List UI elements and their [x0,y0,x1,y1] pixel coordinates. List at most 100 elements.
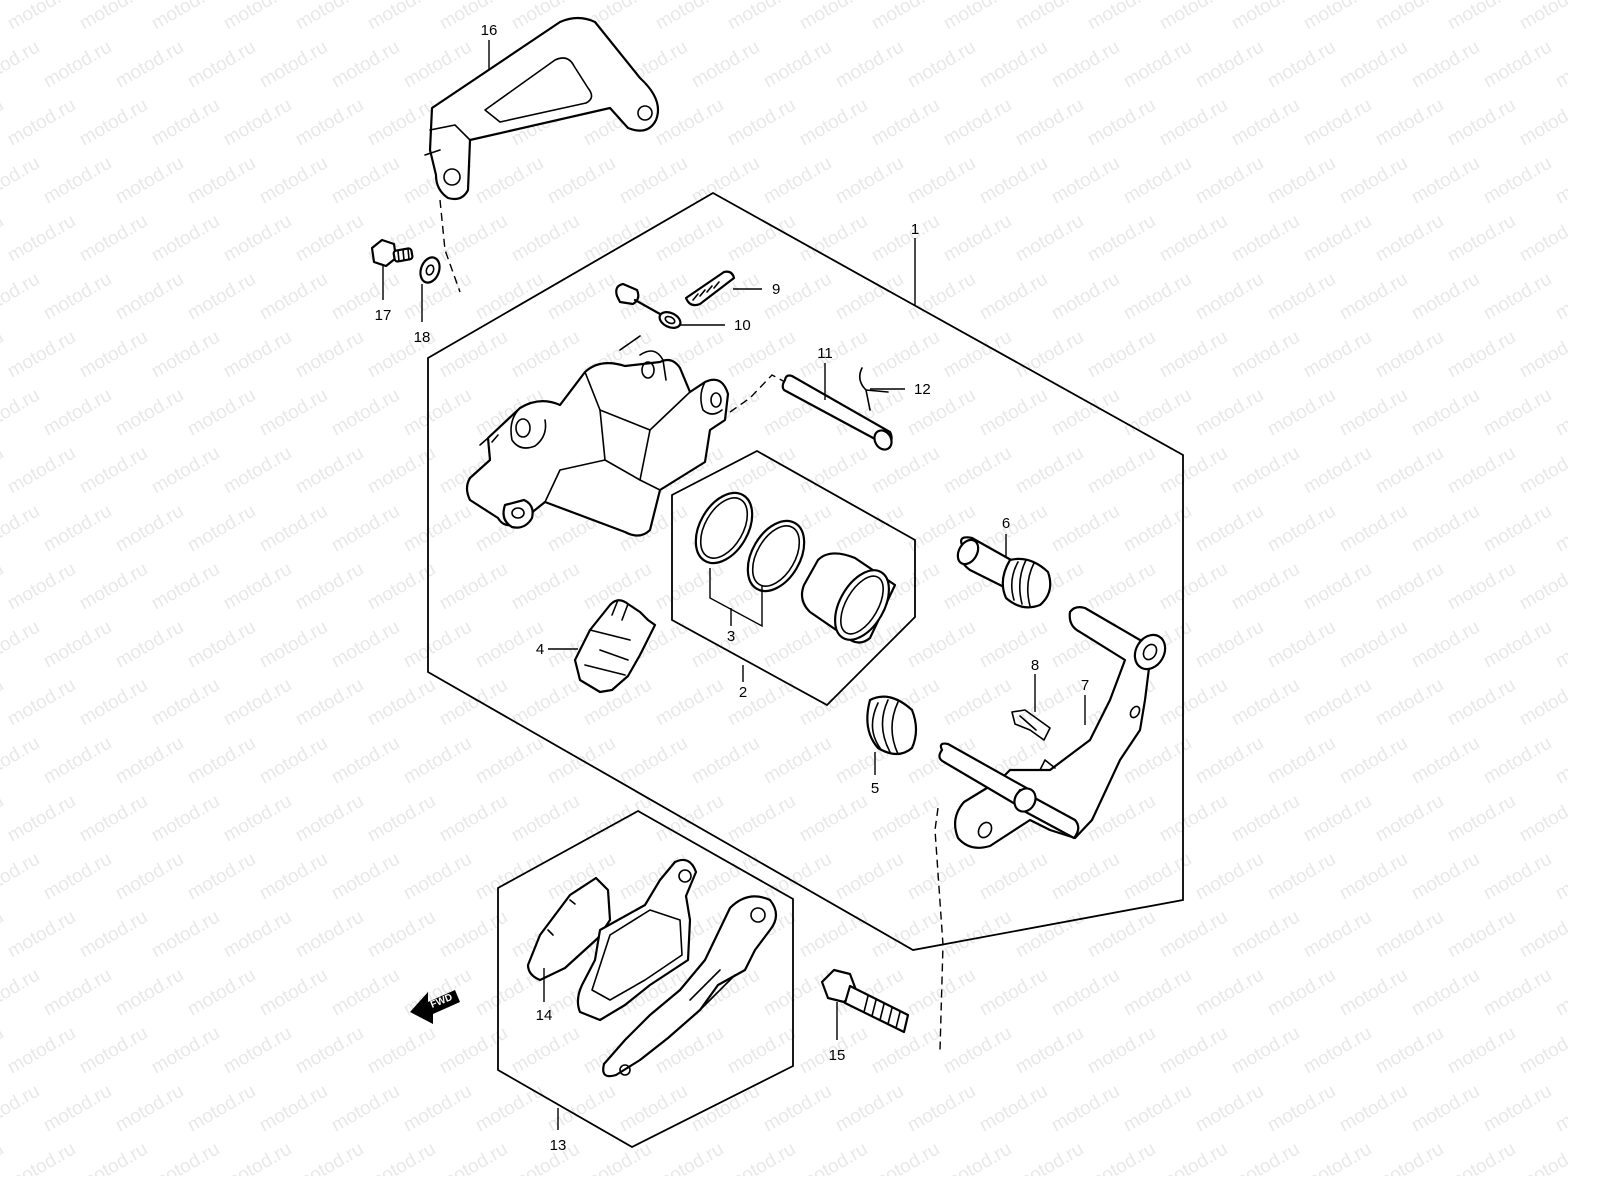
watermark-text: motod.ru [796,675,871,731]
watermark-text: motod.ru [1300,1139,1375,1176]
bolt-part-17[interactable] [370,238,414,268]
watermark-text: motod.ru [796,1139,871,1176]
watermark-text: motod.ru [796,907,871,963]
watermark-text: motod.ru [724,95,799,151]
caliper-bracket-part-16[interactable] [424,16,660,201]
watermark-text: motod.ru [148,1139,223,1176]
watermark-text: motod.ru [1228,675,1303,731]
caliper-holder-part-7[interactable] [938,606,1171,849]
watermark-text: motod.ru [616,1081,691,1137]
watermark-text: motod.ru [292,1139,367,1176]
watermark-text: motod.ru [616,733,691,789]
watermark-text: motod.ru [4,327,79,383]
watermark-text: motod.ru [4,1139,79,1176]
bleeder-valve-part-9[interactable] [684,270,736,307]
caliper-body[interactable] [465,335,730,537]
watermark-text: motod.ru [184,733,259,789]
watermark-text: motod.ru [760,965,835,1021]
brake-pad-part-13b[interactable] [602,895,778,1078]
watermark-text: motod.ru [1336,965,1411,1021]
washer-part-18[interactable] [417,255,443,286]
watermark-text: motod.ru [292,791,367,847]
watermark-text: motod.ru [1084,0,1159,34]
watermark-text: motod.ru [832,1081,907,1137]
piston-part-2[interactable] [800,552,900,648]
watermark-text: motod.ru [436,791,511,847]
watermark-text: motod.ru [1480,849,1555,905]
watermark-text: motod.ru [760,153,835,209]
watermark-text: motod.ru [1408,153,1483,209]
watermark-text: motod.ru [1084,95,1159,151]
watermark-text: motod.ru [1120,269,1195,325]
watermark-text: motod.ru [400,501,475,557]
mounting-bolt-part-15[interactable] [820,968,910,1034]
piston-seal-part-3[interactable] [684,483,816,601]
watermark-text: motod.ru [1192,37,1267,93]
watermark-text: motod.ru [256,501,331,557]
watermark-text: motod.ru [760,37,835,93]
dust-boot-part-5[interactable] [866,695,918,756]
brake-pad-part-13a[interactable] [576,858,698,1022]
watermark-text: motod.ru [1156,1023,1231,1079]
watermark-text: motod.ru [184,617,259,673]
watermark-text: motod.ru [1156,559,1231,615]
watermark-text: motod.ru [472,849,547,905]
watermark-text: motod.ru [1552,617,1568,673]
caliper-assembly-frame [427,191,1184,951]
watermark-text: motod.ru [1012,1023,1087,1079]
watermark-text: motod.ru [148,791,223,847]
watermark-text: motod.ru [256,37,331,93]
watermark-text: motod.ru [148,443,223,499]
watermark-text: motod.ru [0,849,43,905]
watermark-text: motod.ru [796,791,871,847]
watermark-text: motod.ru [1444,327,1519,383]
watermark-text: motod.ru [256,965,331,1021]
watermark-text: motod.ru [4,443,79,499]
watermark-text: motod.ru [364,1023,439,1079]
watermark-text: motod.ru [976,1081,1051,1137]
retainer-clip-part-8[interactable] [1011,709,1051,741]
watermark-text: motod.ru [1192,849,1267,905]
callout-labels: 1 2 3 4 5 6 7 8 9 10 11 12 13 14 15 16 1… [375,22,1090,1154]
watermark-text: motod.ru [1372,791,1447,847]
watermark-text: motod.ru [724,791,799,847]
watermark-text: motod.ru [0,675,7,731]
watermark-text: motod.ru [1300,443,1375,499]
watermark-text: motod.ru [400,385,475,441]
slide-pin-part-6[interactable] [954,536,1052,609]
watermark-text: motod.ru [832,153,907,209]
watermark-text: motod.ru [1444,559,1519,615]
callout-5: 5 [871,780,879,797]
watermark-text: motod.ru [760,617,835,673]
watermark-text: motod.ru [1480,385,1555,441]
watermark-text: motod.ru [256,153,331,209]
pad-pin-part-11[interactable] [781,374,895,453]
watermark-text: motod.ru [1516,559,1568,615]
watermark-text: motod.ru [472,733,547,789]
watermark-text: motod.ru [1012,211,1087,267]
watermark-text: motod.ru [508,211,583,267]
bleeder-cap-part-10[interactable] [615,282,683,331]
watermark-text: motod.ru [1408,965,1483,1021]
watermark-text: motod.ru [400,37,475,93]
watermark-text: motod.ru [184,965,259,1021]
watermark-text: motod.ru [1084,327,1159,383]
watermark-text: motod.ru [292,559,367,615]
pin-clip-part-12[interactable] [858,367,889,411]
watermark-text: motod.ru [184,385,259,441]
watermark-text: motod.ru [1228,559,1303,615]
watermark-text: motod.ru [940,0,1015,34]
callout-13: 13 [550,1137,567,1154]
watermark-text: motod.ru [0,211,7,267]
watermark-text: motod.ru [868,1139,943,1176]
watermark-text: motod.ru [76,327,151,383]
pad-shim-part-14[interactable] [526,876,612,982]
watermark-text: motod.ru [112,1081,187,1137]
watermark-text: motod.ru [40,617,115,673]
watermark-text: motod.ru [76,211,151,267]
watermark-text: motod.ru [1336,153,1411,209]
watermark-text: motod.ru [1228,1023,1303,1079]
pad-spring-part-4[interactable] [573,599,657,694]
watermark-text: motod.ru [904,849,979,905]
watermark-text: motod.ru [292,675,367,731]
